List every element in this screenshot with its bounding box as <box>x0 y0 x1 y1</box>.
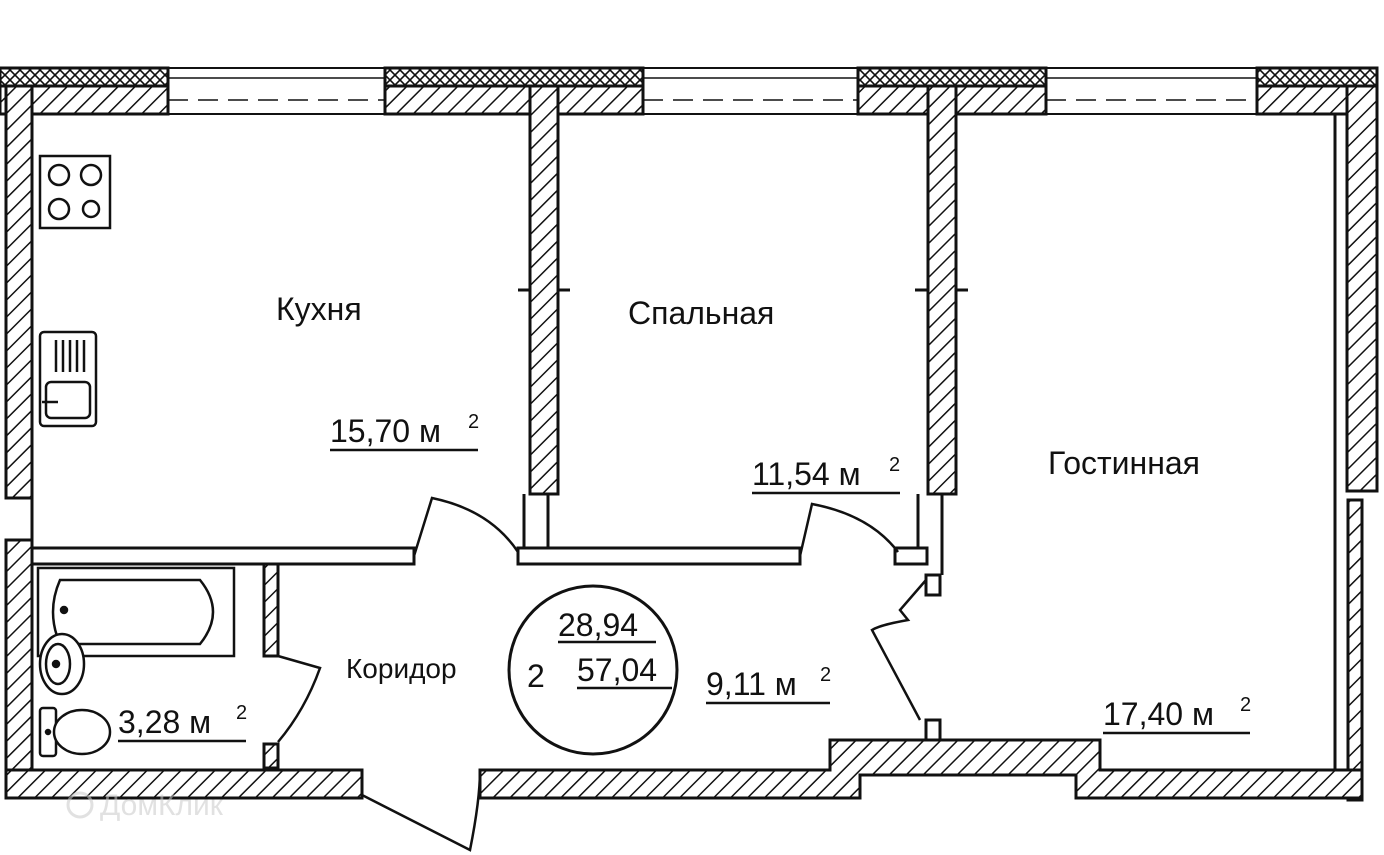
partition-kitchen-bedroom <box>518 84 570 552</box>
bedroom-name: Спальная <box>628 295 774 331</box>
bathroom-area-sup: 2 <box>236 702 247 724</box>
corridor-name: Коридор <box>346 653 457 684</box>
bathroom-area-value: 3,28 м <box>118 704 211 740</box>
rooms-count: 2 <box>527 658 545 694</box>
wall-bathroom-corridor <box>262 562 280 770</box>
living-area-sup: 2 <box>1240 694 1251 716</box>
living-name: Гостинная <box>1048 445 1200 481</box>
bedroom-area-sup: 2 <box>889 454 900 476</box>
door-bedroom[interactable] <box>798 502 899 557</box>
window-living <box>1046 67 1257 115</box>
top-exterior-wall <box>0 66 1379 116</box>
door-kitchen[interactable] <box>412 496 520 557</box>
door-entrance[interactable] <box>360 769 482 852</box>
wall-kitchen-corridor <box>30 546 929 566</box>
kitchen-area: 15,70 м 2 <box>330 411 479 452</box>
kitchen-area-value: 15,70 м <box>330 413 441 449</box>
toilet-icon <box>38 706 112 758</box>
watermark-text: ДомКлик <box>100 789 224 822</box>
partition-bedroom-living <box>915 84 968 575</box>
bathroom-area: 3,28 м 2 <box>118 702 247 743</box>
washbasin-icon <box>38 632 86 696</box>
bedroom-area: 11,54 м 2 <box>752 454 900 495</box>
corridor-area: 9,11 м 2 <box>706 664 831 705</box>
window-kitchen <box>168 67 385 115</box>
bedroom-area-value: 11,54 м <box>752 456 861 492</box>
door-bathroom[interactable] <box>277 654 322 743</box>
kitchen-name: Кухня <box>276 291 362 327</box>
wall-living-corridor <box>924 573 942 742</box>
stove-icon <box>38 154 112 230</box>
corridor-area-sup: 2 <box>820 664 831 686</box>
corridor-area-value: 9,11 м <box>706 666 797 702</box>
watermark-logo: ДомКлик <box>66 789 224 822</box>
living-area: 17,40 м 2 <box>1103 694 1251 735</box>
right-exterior-wall <box>1333 84 1379 802</box>
left-exterior-wall <box>4 84 34 772</box>
kitchen-area-sup: 2 <box>468 411 479 433</box>
door-living[interactable] <box>870 579 927 721</box>
living-area: 28,94 <box>558 607 638 643</box>
kitchen-sink-icon <box>38 330 98 428</box>
total-area: 57,04 <box>577 652 657 688</box>
living-area-value: 17,40 м <box>1103 696 1214 732</box>
bottom-exterior-wall <box>4 738 1364 800</box>
apartment-summary: 2 28,94 57,04 <box>507 584 679 756</box>
window-bedroom <box>643 67 858 115</box>
